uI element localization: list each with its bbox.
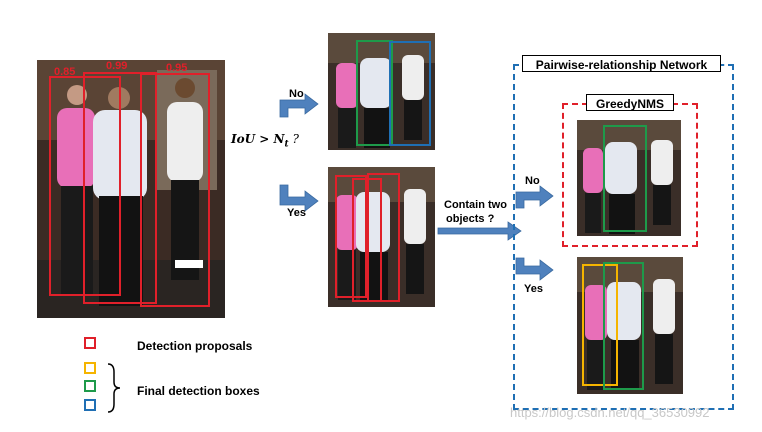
iou-formula-subscript: t — [284, 139, 289, 150]
legend-blue-square — [84, 399, 96, 411]
arrow-no-1 — [279, 93, 319, 118]
arrow-yes-1 — [279, 184, 319, 212]
watermark: https://blog.csdn.net/qq_36530992 — [510, 405, 710, 420]
proposal-box-4 — [335, 175, 367, 298]
branch2-yes-label: Yes — [524, 283, 543, 295]
legend-yellow-square — [84, 362, 96, 374]
prn-title-box: Pairwise-relationship Network — [522, 55, 721, 72]
final-box-green-2 — [603, 125, 647, 232]
branch1-no-label: No — [289, 88, 304, 100]
photo-no-branch — [328, 33, 435, 150]
branch1-yes-label: Yes — [287, 207, 306, 219]
iou-formula: IoU > Nt ? — [231, 132, 299, 149]
final-box-blue-1 — [389, 41, 431, 146]
question-line-2: objects ? — [446, 213, 495, 225]
legend-final-label: Final detection boxes — [137, 384, 260, 398]
proposal-box-1 — [49, 76, 121, 296]
photo-greedy — [577, 120, 681, 236]
photo-prn-yes — [577, 257, 683, 394]
question-line-1: Contain two — [444, 199, 507, 211]
photo-no-branch-scene — [328, 33, 435, 150]
score-3: 0.95 — [166, 62, 188, 74]
photo-prn-yes-scene — [577, 257, 683, 394]
branch2-no-label: No — [525, 175, 540, 187]
final-box-yellow — [582, 264, 618, 386]
legend-green-square — [84, 380, 96, 392]
arrow-no-2 — [515, 185, 554, 209]
score-2: 0.99 — [106, 60, 128, 72]
greedy-title: GreedyNMS — [595, 97, 665, 111]
final-box-green-1 — [356, 40, 393, 146]
arrow-yes-2 — [515, 257, 554, 281]
proposal-box-2 — [83, 72, 157, 304]
final-box-green-3 — [603, 262, 644, 390]
iou-formula-suffix: ? — [288, 132, 299, 146]
legend-proposals-label: Detection proposals — [137, 339, 253, 353]
legend-brace — [107, 363, 121, 413]
score-1: 0.85 — [54, 66, 76, 78]
iou-formula-text: IoU > N — [231, 132, 285, 146]
photo-greedy-scene — [577, 120, 681, 236]
proposal-box-3 — [140, 73, 210, 307]
proposal-box-6 — [367, 173, 400, 302]
prn-title: Pairwise-relationship Network — [535, 58, 708, 72]
legend-red-square — [84, 337, 96, 349]
greedy-title-box: GreedyNMS — [586, 94, 674, 111]
